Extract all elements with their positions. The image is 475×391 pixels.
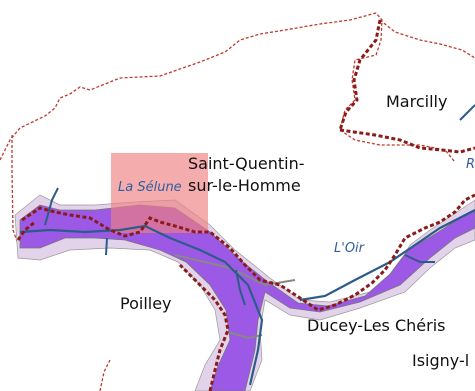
place-label-poilley: Poilley xyxy=(120,294,172,313)
river-selune xyxy=(19,224,264,386)
commune-boundary xyxy=(0,12,456,163)
main-boundary xyxy=(339,128,475,154)
main-boundary xyxy=(338,19,382,131)
road xyxy=(174,254,296,287)
flood-zone xyxy=(19,204,475,391)
river-label-oir: L'Oir xyxy=(334,241,365,256)
place-label-saint-quentin: Saint-Quentin- xyxy=(188,154,305,173)
river-label-r: R xyxy=(466,157,475,172)
commune-boundary xyxy=(379,19,475,59)
place-label-marcilly: Marcilly xyxy=(386,92,448,111)
main-boundary xyxy=(16,220,36,241)
main-boundary xyxy=(21,193,475,312)
place-label-saint-quentin: sur-le-Homme xyxy=(188,176,301,195)
river-selune xyxy=(44,187,59,226)
highlight-box xyxy=(111,153,208,233)
river-selune xyxy=(235,269,246,306)
place-label-ducey: Ducey-Les Chéris xyxy=(307,316,446,335)
main-boundary xyxy=(178,263,230,391)
road xyxy=(227,331,263,340)
river-oir xyxy=(404,254,435,263)
place-label-isigny: Isigny-l xyxy=(412,351,470,370)
commune-boundary xyxy=(99,359,111,391)
river-label-selune: La Sélune xyxy=(118,180,182,195)
river-selune xyxy=(105,237,108,256)
river-r xyxy=(459,104,475,121)
